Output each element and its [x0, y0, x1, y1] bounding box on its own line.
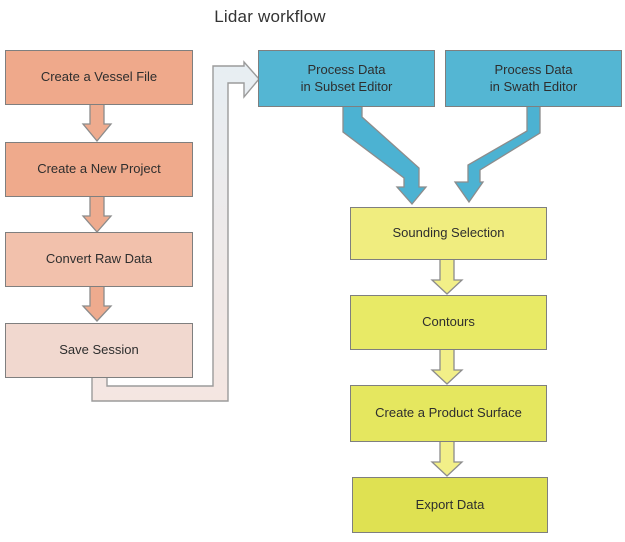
arrow-swath-to-sounding	[453, 105, 541, 204]
node-label: Create a Product Surface	[375, 405, 522, 421]
arrow-surface-to-export	[430, 440, 464, 477]
node-process-data-subset-editor: Process Data in Subset Editor	[258, 50, 435, 107]
arrow-convert-to-save	[81, 285, 113, 322]
node-label: Create a Vessel File	[40, 69, 158, 85]
node-label: Create a New Project	[37, 161, 161, 177]
node-create-new-project: Create a New Project	[5, 142, 193, 197]
node-create-product-surface: Create a Product Surface	[350, 385, 547, 442]
node-contours: Contours	[350, 295, 547, 350]
node-label: Sounding Selection	[392, 225, 505, 241]
node-label: Contours	[422, 314, 475, 330]
arrow-project-to-convert	[81, 195, 113, 233]
node-label: Save Session	[59, 342, 139, 358]
node-label: Process Data in Subset Editor	[300, 61, 393, 94]
node-process-data-swath-editor: Process Data in Swath Editor	[445, 50, 622, 107]
node-save-session: Save Session	[5, 323, 193, 378]
node-label: Export Data	[415, 496, 485, 512]
node-create-vessel-file: Create a Vessel File	[5, 50, 193, 105]
node-export-data: Export Data	[352, 477, 548, 533]
node-convert-raw-data: Convert Raw Data	[5, 232, 193, 287]
node-label: Convert Raw Data	[45, 251, 153, 267]
arrow-subset-to-sounding	[342, 105, 428, 206]
diagram-title: Lidar workflow	[214, 7, 326, 26]
node-sounding-selection: Sounding Selection	[350, 207, 547, 260]
arrow-contours-to-surface	[430, 348, 464, 385]
arrow-vessel-to-project	[81, 103, 113, 143]
arrow-sounding-to-contours	[430, 257, 464, 295]
connector-save-to-subset-editor-arrow	[91, 60, 260, 402]
node-label: Process Data in Swath Editor	[489, 61, 578, 94]
